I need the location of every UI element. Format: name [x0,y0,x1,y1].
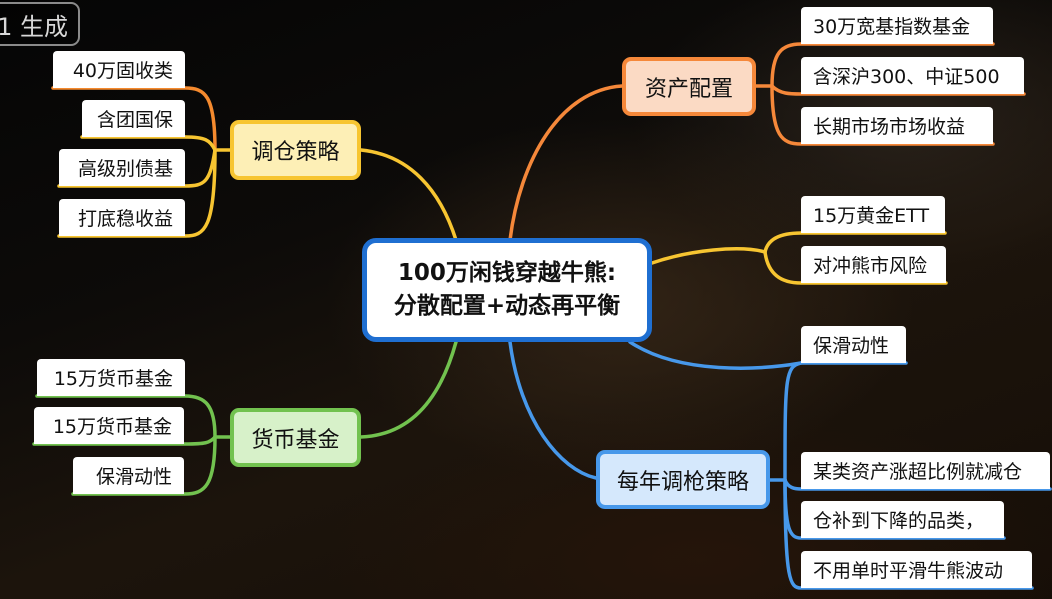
leaf-label: 40万固收类 [72,60,173,82]
branch-label: 货币基金 [251,427,340,453]
branch-money-fund[interactable]: 货币基金 [230,408,361,467]
leaf-label: 30万宽基指数基金 [813,16,971,38]
leaf-fixed-income[interactable]: 40万固收类 [53,51,185,88]
leaf-label: 高级别债基 [77,158,173,180]
leaf-gold-etf[interactable]: 15万黄金ETT [801,196,945,233]
leaf-label: 保滑动性 [813,335,890,357]
leaf-label: 对冲熊市风险 [813,255,928,277]
branch-asset-allocation[interactable]: 资产配置 [622,57,756,116]
leaf-money-fund-2[interactable]: 15万货币基金 [34,407,184,444]
leaf-high-grade-bond-fund[interactable]: 高级别债基 [59,149,185,186]
branch-annual-rebalance[interactable]: 每年调枪策略 [596,450,770,509]
leaf-includes-bonds[interactable]: 含团国保 [82,100,185,137]
generate-badge-label: 1 生成 [0,12,68,41]
central-topic-line2: 分散配置+动态再平衡 [393,293,621,319]
leaf-hedge-bear-risk[interactable]: 对冲熊市风险 [801,246,946,283]
leaf-label: 保滑动性 [95,466,172,488]
leaf-broad-index-fund[interactable]: 30万宽基指数基金 [801,7,993,44]
leaf-maintain-liquidity-left[interactable]: 保滑动性 [73,457,184,494]
leaf-label: 某类资产涨超比例就减仓 [813,461,1023,483]
leaf-label: 仓补到下降的品类， [813,510,985,532]
branch-label: 调仓策略 [251,140,340,165]
branch-label: 每年调枪策略 [616,469,749,495]
leaf-reduce-overweight[interactable]: 某类资产涨超比例就减仓 [801,452,1050,489]
leaf-label: 15万黄金ETT [813,205,930,227]
leaf-maintain-liquidity-right[interactable]: 保滑动性 [801,326,906,363]
central-topic[interactable]: 100万闲钱穿越牛熊: 分散配置+动态再平衡 [362,238,652,342]
leaf-stable-base-return[interactable]: 打底稳收益 [59,199,185,236]
leaf-label: 15万货币基金 [52,416,172,438]
leaf-label: 15万货币基金 [53,368,173,390]
leaf-csi-indices[interactable]: 含深沪300、中证500 [801,57,1024,94]
leaf-label: 含深沪300、中证500 [813,66,1000,88]
leaf-label: 长期市场市场收益 [813,116,966,138]
leaf-long-term-market-return[interactable]: 长期市场市场收益 [801,107,993,144]
generate-badge[interactable]: 1 生成 [0,2,80,46]
leaf-label: 含团国保 [96,109,173,131]
branch-label: 资产配置 [644,76,733,102]
central-topic-line1: 100万闲钱穿越牛熊: [397,260,617,286]
leaf-label: 不用单时平滑牛熊波动 [813,560,1004,582]
leaf-money-fund-1[interactable]: 15万货币基金 [37,359,185,396]
leaf-smooth-volatility[interactable]: 不用单时平滑牛熊波动 [801,551,1032,588]
leaf-add-to-declined[interactable]: 仓补到下降的品类， [801,501,1004,538]
leaf-label: 打底稳收益 [77,208,173,230]
branch-rebalance-strategy[interactable]: 调仓策略 [230,120,361,180]
